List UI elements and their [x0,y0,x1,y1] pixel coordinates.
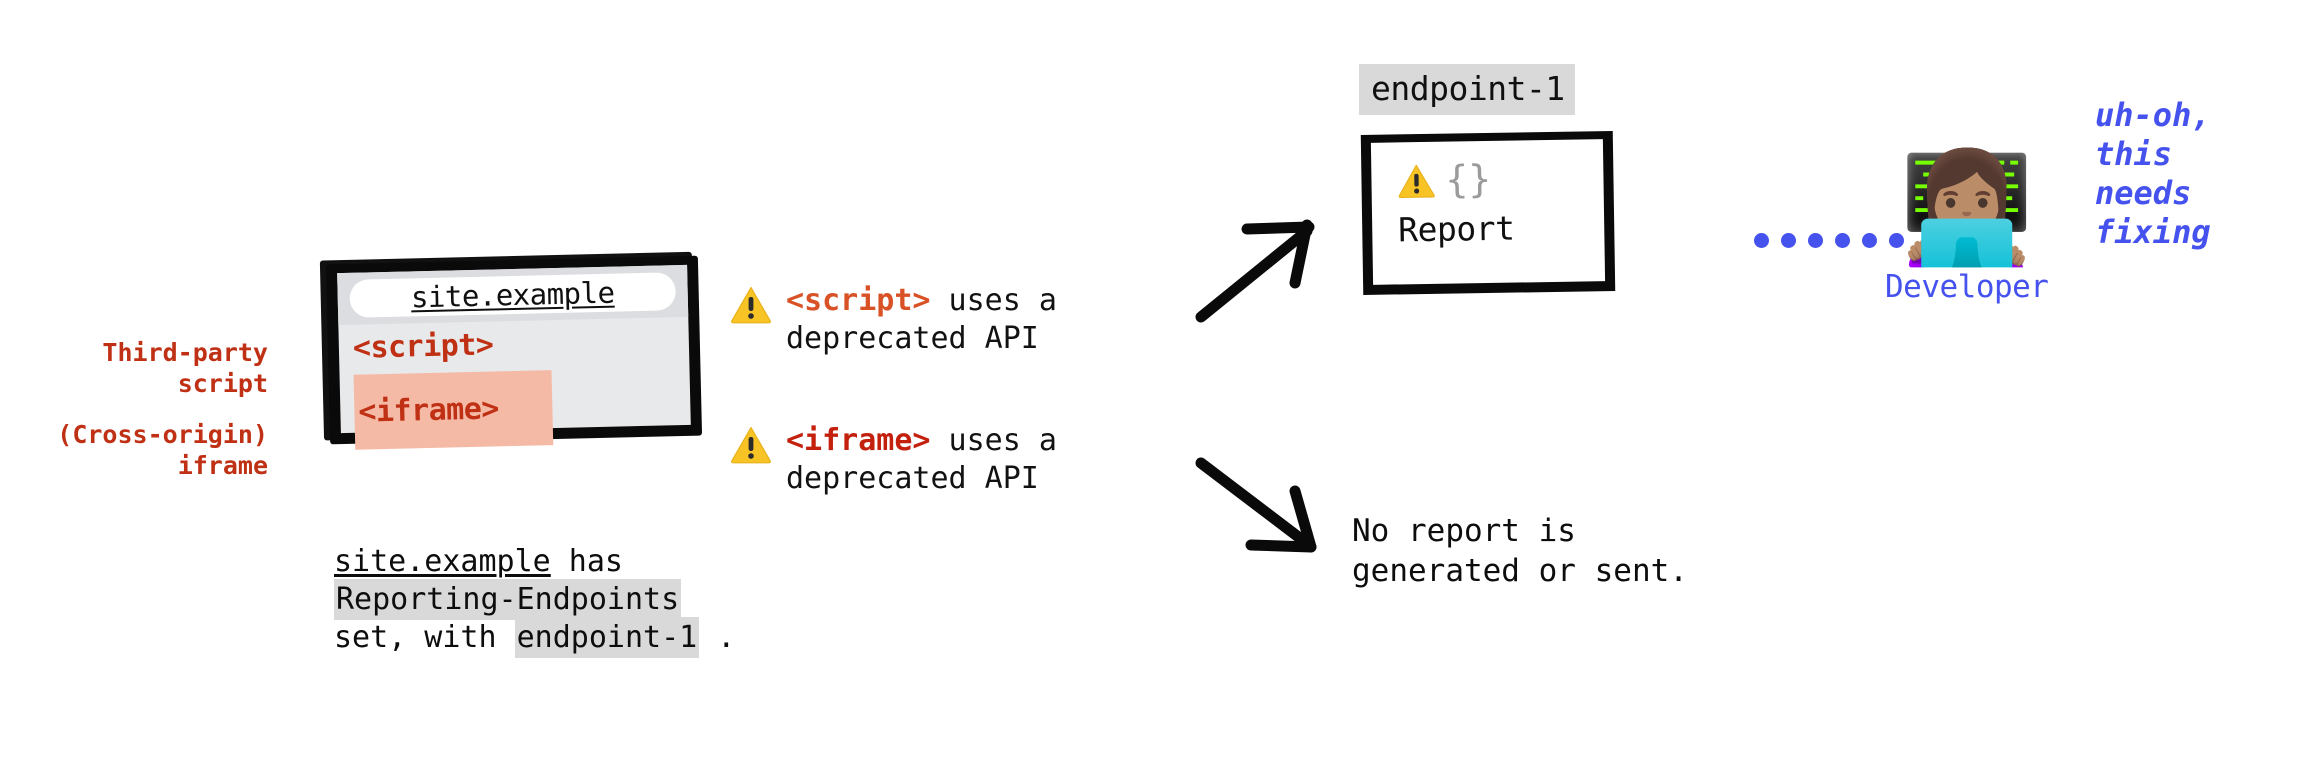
browser-window: site.example <script> <iframe> [319,251,703,450]
json-braces-icon: {} [1445,156,1492,202]
caption-reporting-endpoints-chip: Reporting-Endpoints [334,578,682,620]
report-label: Report [1397,208,1515,250]
label-third-party-script: Third-party script [102,338,268,398]
connector-dot [1808,233,1823,248]
url-text: site.example [410,275,615,315]
connector-dot [1781,233,1796,248]
dotted-connector [1754,233,1904,248]
thought-line-1: uh-oh, [2095,96,2211,134]
thought-line-3: needs [2095,174,2192,213]
caption-has: has [550,544,623,579]
caption-line-1: site.example has [334,543,854,581]
warning-triangle-icon [1397,162,1436,201]
connector-dot [1889,233,1904,248]
browser-window-content: site.example <script> <iframe> [337,264,691,450]
caption-line-3: set, with endpoint-1 . [334,616,854,658]
developer-thought-text: uh-oh, this needs fixing [2095,96,2211,252]
warning-rest-iframe: uses a [930,423,1057,458]
report-box-inner: {} Report [1370,139,1606,285]
warning-row-iframe: <iframe> uses a deprecated API [730,422,1057,497]
browser-window-frame: site.example <script> <iframe> [325,255,703,450]
browser-page-body: <script> <iframe> [338,317,690,450]
browser-chrome-bar: site.example [337,264,689,326]
report-icon-row: {} [1397,156,1492,202]
iframe-highlight-box: <iframe> [353,370,554,450]
no-report-text: No report is generated or sent. [1352,512,1688,591]
arrow-down-right-to-no-report [1195,455,1325,565]
caption-site-example: site.example [334,544,551,579]
thought-line-4: fixing [2095,213,2211,252]
code-script-tag: <script> [352,327,494,366]
warning-triangle-icon [730,284,772,326]
report-box-frame: {} Report [1360,131,1616,295]
warning-line2-script: deprecated API [786,320,1039,356]
url-bar[interactable]: site.example [349,272,677,318]
caption-endpoint-chip: endpoint-1 [514,616,700,658]
no-report-line-2: generated or sent. [1352,552,1688,589]
caption-set-with: set, with [334,619,515,655]
developer-group: 👩🏽‍💻 Developer [1885,146,2049,306]
caption-line-2: Reporting-Endpoints [334,578,854,620]
warning-line2-iframe: deprecated API [786,460,1039,496]
developer-label: Developer [1885,269,2049,305]
connector-dot [1754,233,1769,248]
caption-period: . [699,619,736,655]
browser-caption: site.example has Reporting-Endpoints set… [334,543,854,658]
warning-text-script: <script> uses a deprecated API [786,282,1057,357]
warning-tag-iframe: <iframe> [786,423,931,458]
label-cross-origin-iframe: (Cross-origin) iframe [57,420,268,480]
arrow-up-right-to-report [1195,215,1325,325]
report-box: {} Report [1360,131,1616,295]
warning-text-iframe: <iframe> uses a deprecated API [786,422,1057,497]
warning-rest-script: uses a [930,283,1057,318]
warning-row-script: <script> uses a deprecated API [730,282,1057,357]
thought-line-2: this [2095,135,2173,174]
endpoint-chip-label: endpoint-1 [1359,64,1575,115]
woman-technologist-icon: 👩🏽‍💻 [1899,146,2034,271]
code-iframe-tag: <iframe> [358,391,500,430]
warning-triangle-icon [730,424,772,466]
connector-dot [1862,233,1877,248]
connector-dot [1835,233,1850,248]
warning-tag-script: <script> [786,283,931,318]
no-report-line-1: No report is [1352,513,1576,549]
